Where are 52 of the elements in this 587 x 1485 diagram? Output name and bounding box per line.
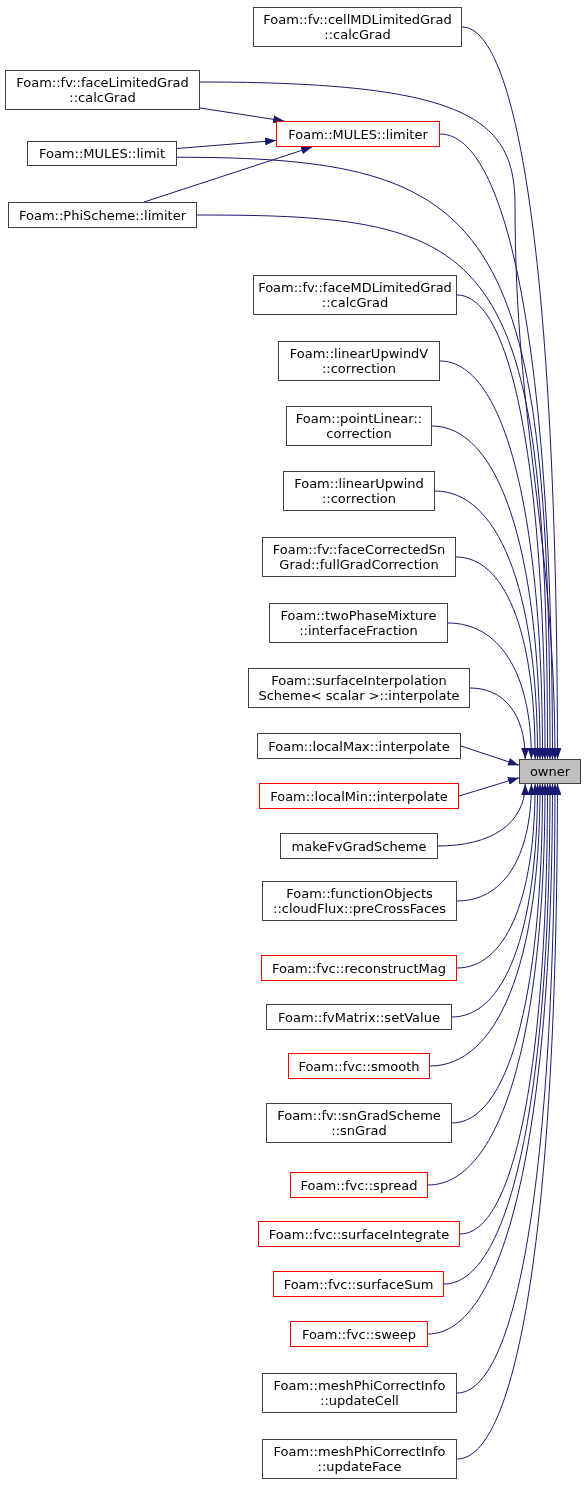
arrow: [437, 783, 529, 847]
arrow: [429, 783, 544, 1067]
arrow: [427, 783, 549, 1186]
arrow: [459, 783, 552, 1235]
arrow: [199, 107, 285, 124]
arrow: [434, 490, 542, 760]
arrow: [456, 783, 539, 969]
arrow: [455, 556, 539, 760]
function-box: Foam::fv::cellMDLimitedGrad ::calcGrad: [253, 7, 462, 47]
function-box: Foam::fvc::sweep: [290, 1321, 428, 1347]
arrow: [439, 133, 557, 760]
function-box: Foam::MULES::limiter: [276, 121, 440, 147]
arrow: [469, 687, 529, 760]
function-box: Foam::fv::snGradScheme ::snGrad: [266, 1103, 452, 1143]
arrow: [427, 783, 557, 1335]
function-box: Foam::meshPhiCorrectInfo ::updateFace: [262, 1439, 457, 1479]
arrow: [456, 783, 536, 902]
function-box: makeFvGradScheme: [280, 833, 438, 859]
function-box: Foam::fv::faceLimitedGrad ::calcGrad: [5, 70, 200, 110]
function-box: Foam::twoPhaseMixture ::interfaceFraction: [269, 603, 448, 643]
function-box: Foam::meshPhiCorrectInfo ::updateCell: [262, 1373, 457, 1413]
function-box: Foam::fvc::spread: [290, 1172, 428, 1198]
function-box: Foam::fvc::surfaceIntegrate: [258, 1221, 460, 1247]
arrow: [458, 777, 520, 797]
function-box: Foam::functionObjects ::cloudFlux::preCrossFaces: [262, 881, 457, 921]
function-box: Foam::linearUpwindV ::correction: [278, 341, 440, 381]
arrow: [447, 622, 536, 760]
arrow: [451, 783, 542, 1018]
function-box: Foam::fvc::smooth: [288, 1053, 430, 1079]
arrow: [460, 745, 520, 766]
arrow: [443, 783, 554, 1285]
arrow: [431, 425, 544, 760]
arrow: [439, 360, 547, 760]
function-box: Foam::fv::faceCorrectedSn Grad::fullGradCorrection: [262, 537, 456, 577]
function-box: Foam::localMax::interpolate: [257, 733, 461, 759]
arrow: [143, 146, 313, 203]
function-box: Foam::fvc::surfaceSum: [273, 1271, 444, 1297]
arrow: [456, 294, 549, 760]
highlighted-function-box: owner: [519, 759, 581, 784]
arrow: [451, 783, 547, 1124]
function-box: Foam::fv::faceMDLimitedGrad ::calcGrad: [253, 275, 457, 315]
function-box: Foam::linearUpwind ::correction: [283, 471, 435, 511]
function-box: Foam::fvMatrix::setValue: [266, 1004, 452, 1030]
arrow: [176, 137, 277, 149]
function-box: Foam::MULES::limit: [27, 141, 177, 166]
function-box: Foam::fvc::reconstructMag: [261, 955, 457, 981]
function-box: Foam::PhiScheme::limiter: [8, 202, 197, 228]
arrow: [461, 26, 562, 760]
function-box: Foam::surfaceInterpolation Scheme< scalar >::interpolate: [248, 668, 470, 708]
function-box: Foam::localMin::interpolate: [259, 783, 459, 809]
function-box: Foam::pointLinear:: correction: [286, 406, 432, 446]
arrow: [199, 81, 559, 760]
